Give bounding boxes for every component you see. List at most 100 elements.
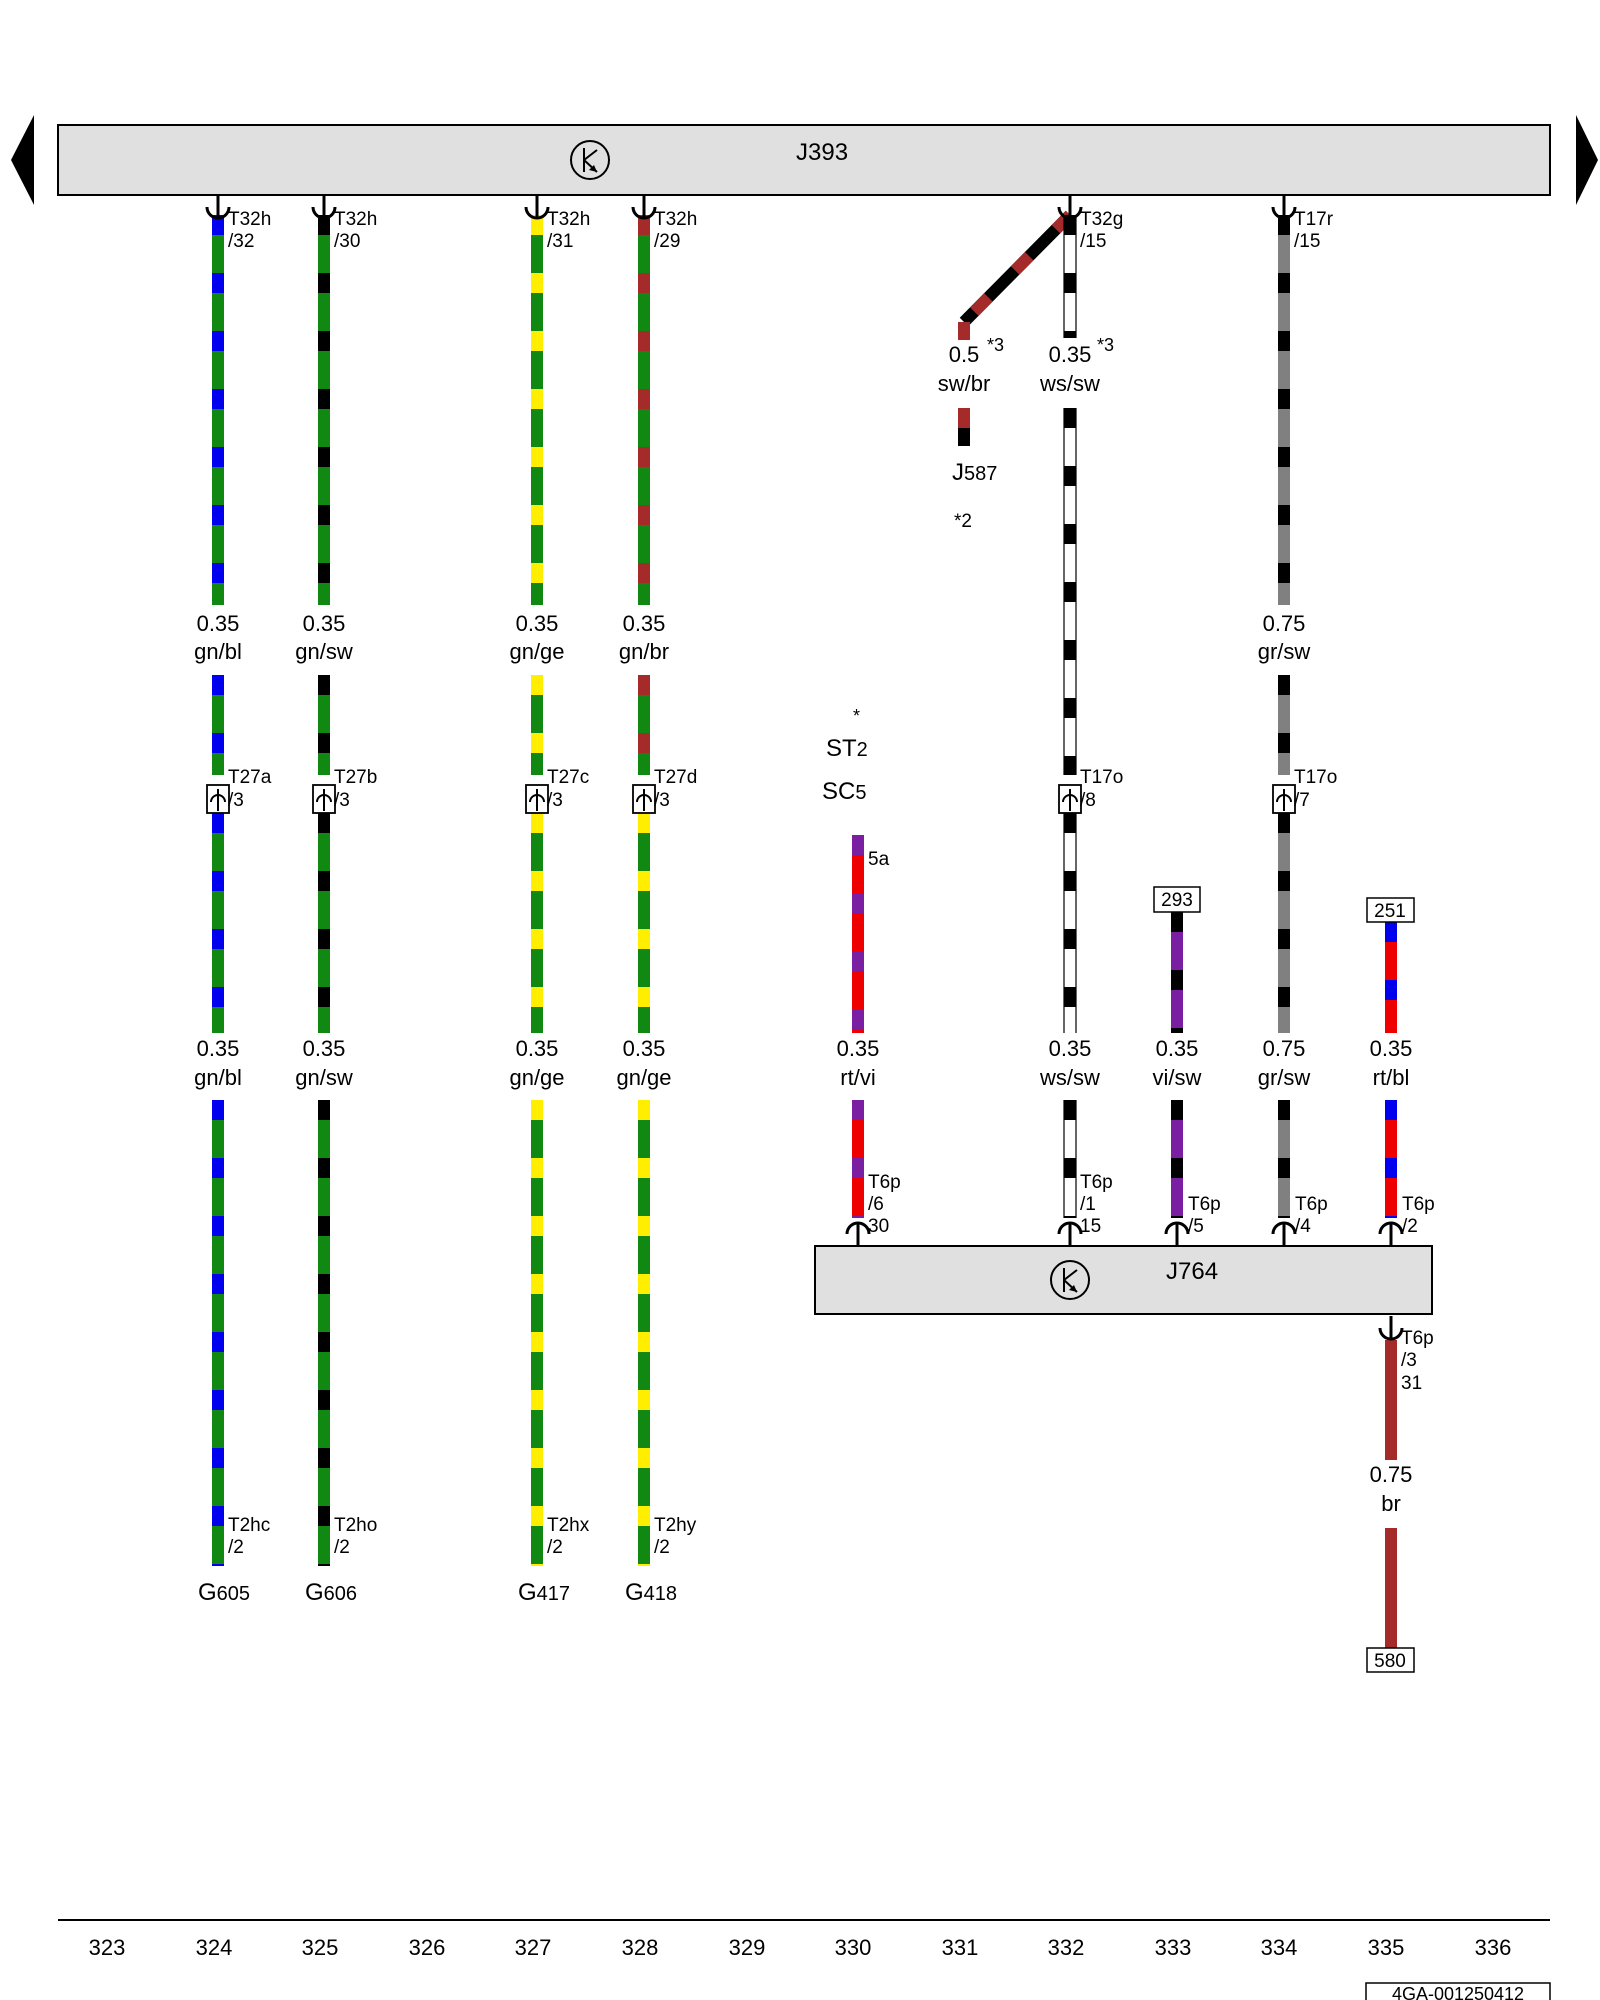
- pin-code: T17o: [1294, 767, 1337, 788]
- component-g418-label[interactable]: G418: [625, 1579, 677, 1606]
- module-j764-label: J764: [1166, 1258, 1218, 1285]
- next-page-arrow-icon[interactable]: [1576, 115, 1598, 205]
- column-number: 327: [515, 1935, 552, 1960]
- pin-code: T27b: [334, 767, 377, 788]
- pin-number: /2: [228, 1537, 244, 1558]
- pin-code: T6p: [868, 1172, 901, 1193]
- wire-segment[interactable]: [1063, 813, 1077, 1033]
- wire-segment[interactable]: [1063, 408, 1077, 775]
- wire-segment[interactable]: [959, 210, 1075, 327]
- wire-segment[interactable]: [1063, 1100, 1077, 1218]
- inline-connector-icon[interactable]: [206, 784, 230, 814]
- column-number: 334: [1261, 1935, 1298, 1960]
- column-number: 326: [409, 1935, 446, 1960]
- column-number: 328: [622, 1935, 659, 1960]
- pin-connector-icon[interactable]: [311, 195, 337, 220]
- wire-color-label: rt/bl: [1373, 1065, 1410, 1090]
- wire-size-label: 0.75: [1263, 1036, 1306, 1061]
- footnote-star: *: [853, 706, 860, 726]
- wire-size-label: 0.35: [303, 1036, 346, 1061]
- wire-color-label: gn/sw: [295, 1065, 353, 1090]
- symbol-layer: [205, 195, 1404, 1341]
- inline-connector-icon[interactable]: [1058, 784, 1082, 814]
- pin-labels: T32h /32 T32h /30 T32h /31 T32h /29 T32g…: [228, 209, 1435, 1558]
- reference-boxes: 293 251 580: [1153, 886, 1415, 1673]
- pin-number: /5: [1188, 1216, 1204, 1237]
- wire-size-label: 0.75: [1370, 1462, 1413, 1487]
- wire-size-label: 0.35: [1049, 1036, 1092, 1061]
- inline-connector-icon[interactable]: [312, 784, 336, 814]
- module-j393-body: [57, 124, 1551, 196]
- wire-size-label: 0.35: [516, 611, 559, 636]
- pin-number: /30: [334, 231, 360, 252]
- component-g605-label[interactable]: G605: [198, 1579, 250, 1606]
- reference-293[interactable]: 293: [1153, 886, 1201, 913]
- pin-number: /7: [1294, 790, 1310, 811]
- module-j764-body: [814, 1245, 1433, 1315]
- column-number: 329: [729, 1935, 766, 1960]
- component-footnote: *2: [954, 511, 972, 532]
- pin-code: T27c: [547, 767, 589, 788]
- pin-number: /2: [1402, 1216, 1418, 1237]
- pin-number: /3: [334, 790, 350, 811]
- column-number: 335: [1368, 1935, 1405, 1960]
- inline-connector-icon[interactable]: [632, 784, 656, 814]
- pin-connector-icon[interactable]: [631, 195, 657, 220]
- wire-size-label: 0.35: [197, 611, 240, 636]
- pin-connector-icon[interactable]: [1271, 195, 1297, 220]
- module-j393[interactable]: J393: [57, 124, 1551, 196]
- column-number: 325: [302, 1935, 339, 1960]
- pin-code: T6p: [1080, 1172, 1113, 1193]
- column-number: 332: [1048, 1935, 1085, 1960]
- pin-number: /15: [1080, 231, 1106, 252]
- wire-color-label: gr/sw: [1258, 1065, 1311, 1090]
- wire-segment[interactable]: [1063, 215, 1077, 338]
- pin-connector-icon[interactable]: [1378, 1316, 1404, 1341]
- wire-size-label: 0.35: [197, 1036, 240, 1061]
- pin-connector-icon[interactable]: [1271, 1221, 1297, 1246]
- pin-code: T32h: [228, 209, 271, 230]
- pin-connector-icon[interactable]: [1164, 1221, 1190, 1246]
- wire-color-label: gn/ge: [616, 1065, 671, 1090]
- pin-connector-icon[interactable]: [845, 1221, 871, 1246]
- component-labels: G605 G606 G417 G418 J587 *2 * ST2 SC5 5a: [198, 459, 997, 1606]
- inline-connector-icon[interactable]: [1272, 784, 1296, 814]
- column-number: 333: [1155, 1935, 1192, 1960]
- component-g417-label[interactable]: G417: [518, 1579, 570, 1606]
- wire-size-label: 0.35: [516, 1036, 559, 1061]
- wire-color-label: sw/br: [938, 371, 991, 396]
- pin-connector-icon[interactable]: [524, 195, 550, 220]
- reference-251[interactable]: 251: [1366, 897, 1415, 923]
- component-g606-label[interactable]: G606: [305, 1579, 357, 1606]
- wire-size-label: 0.35: [1049, 342, 1092, 367]
- pin-code: T32h: [547, 209, 590, 230]
- wire-color-label: gn/bl: [194, 639, 242, 664]
- wire-labels: 0.35 gn/bl 0.35 gn/sw 0.35 gn/ge 0.35 gn…: [194, 335, 1412, 1516]
- pin-number: /1: [1080, 1194, 1096, 1215]
- pin-number: /2: [334, 1537, 350, 1558]
- pin-code: T2hx: [547, 1515, 590, 1536]
- wire-size-label: 0.35: [1156, 1036, 1199, 1061]
- pin-code: T17r: [1294, 209, 1334, 230]
- transistor-icon: [570, 140, 610, 180]
- pin-connector-icon[interactable]: [1378, 1221, 1404, 1246]
- component-j587-label[interactable]: J587: [952, 459, 997, 486]
- reference-number: 293: [1161, 890, 1193, 911]
- pin-code: T27a: [228, 767, 272, 788]
- pin-code: T17o: [1080, 767, 1123, 788]
- wire-size-label: 0.35: [1370, 1036, 1413, 1061]
- inline-connector-icon[interactable]: [525, 784, 549, 814]
- pin-connector-icon[interactable]: [1057, 195, 1083, 220]
- fuse-wire-label: 5a: [868, 849, 890, 870]
- wire-color-label: rt/vi: [840, 1065, 875, 1090]
- pin-number: /32: [228, 231, 254, 252]
- wire-size-label: 0.75: [1263, 611, 1306, 636]
- wire-size-label: 0.35: [837, 1036, 880, 1061]
- module-j764[interactable]: J764: [814, 1245, 1433, 1315]
- pin-connector-icon[interactable]: [1057, 1221, 1083, 1246]
- prev-page-arrow-icon[interactable]: [11, 115, 34, 205]
- column-number: 323: [89, 1935, 126, 1960]
- pin-connector-icon[interactable]: [205, 195, 231, 220]
- reference-580[interactable]: 580: [1366, 1647, 1415, 1673]
